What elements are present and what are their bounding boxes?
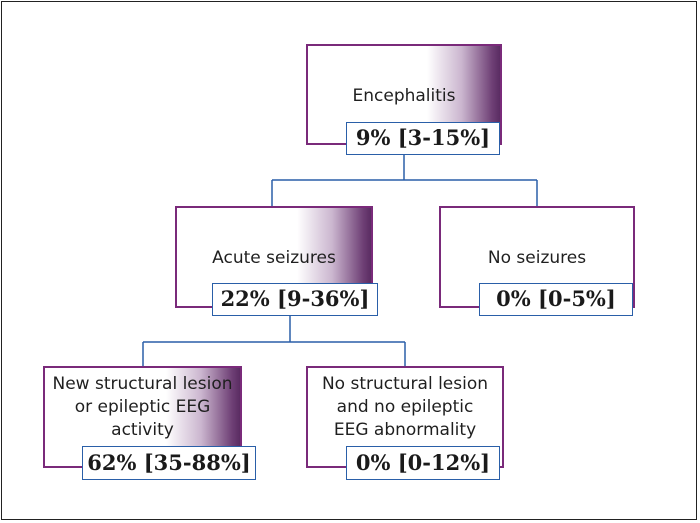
node-encephalitis-label: Encephalitis: [352, 86, 456, 106]
node-encephalitis: Encephalitis: [306, 44, 502, 145]
node-no-structural-lesion-label-line2: and no epileptic: [336, 397, 474, 417]
node-structural-lesion-label-line3: activity: [111, 420, 174, 440]
stat-acute-seizures: 22% [9-36%]: [212, 283, 378, 316]
node-no-structural-lesion-label-line1: No structural lesion: [321, 374, 489, 394]
node-structural-lesion-label-line2: or epileptic EEG: [74, 397, 211, 417]
stat-no-seizures: 0% [0-5%]: [479, 283, 633, 316]
node-no-structural-lesion-label-line3: EEG abnormality: [333, 420, 477, 440]
node-structural-lesion-label-line1: New structural lesion: [52, 374, 233, 394]
stat-encephalitis: 9% [3-15%]: [346, 122, 500, 155]
stat-no-structural-lesion: 0% [0-12%]: [346, 446, 500, 480]
node-no-structural-lesion: No structural lesion and no epileptic EE…: [306, 366, 504, 468]
stat-structural-lesion: 62% [35-88%]: [82, 446, 256, 480]
node-acute-seizures-label: Acute seizures: [212, 248, 336, 268]
node-no-seizures-label: No seizures: [487, 248, 587, 268]
